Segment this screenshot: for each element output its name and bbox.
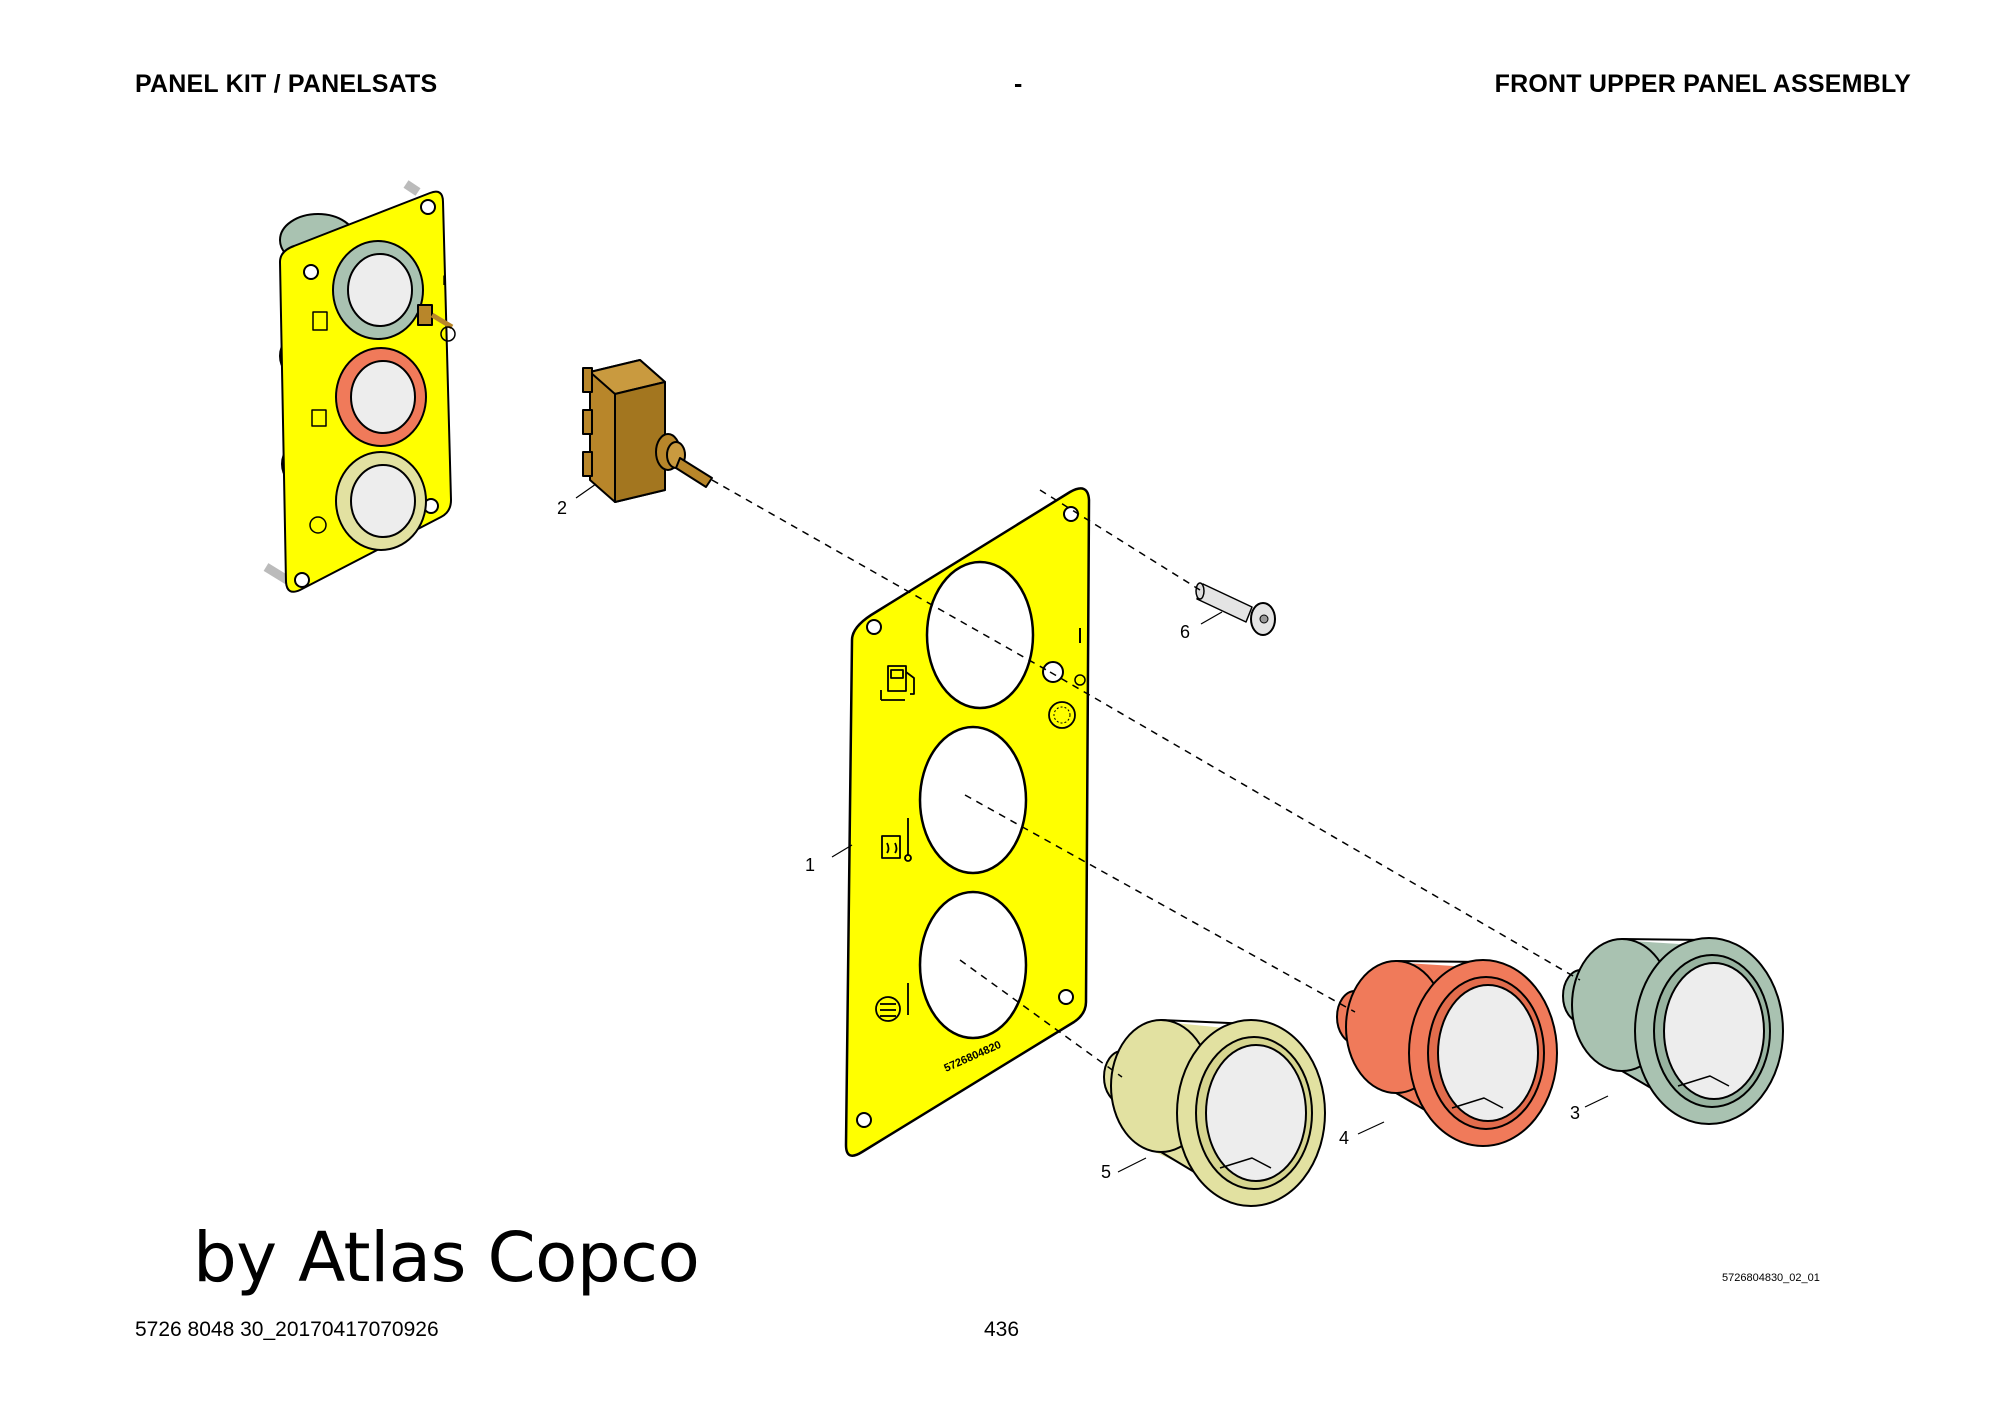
- assembled-fuel-icon: [312, 311, 328, 331]
- header-left-title: PANEL KIT / PANELSATS: [135, 70, 438, 98]
- gauge-item-3: [1562, 937, 1784, 1125]
- callout-6: 6: [1180, 622, 1191, 642]
- assembled-temp-icon: [311, 409, 327, 427]
- fuel-level-icon: [880, 665, 915, 701]
- screw-item-6: [1195, 582, 1276, 636]
- svg-text:I: I: [442, 272, 446, 288]
- callout-4: 4: [1339, 1128, 1350, 1148]
- toggle-switch-item-2: [582, 359, 713, 503]
- oil-pressure-icon: [875, 983, 909, 1022]
- rpm-dial-icon: [1048, 701, 1076, 729]
- drawing-id: 5726804830_02_01: [1722, 1272, 1820, 1284]
- assembled-toggle-switch: [417, 304, 433, 326]
- brand-text: by Atlas Copco: [193, 1218, 700, 1298]
- assembled-oil-icon: [309, 516, 327, 534]
- gauge-item-5: [1103, 1019, 1326, 1207]
- assembly-lines: [711, 479, 1581, 1078]
- callout-5: 5: [1101, 1162, 1112, 1182]
- main-panel-plate-item-1: 5726804820: [844, 487, 1091, 1157]
- callout-2: 2: [557, 498, 568, 518]
- callout-3: 3: [1570, 1103, 1581, 1123]
- temperature-icon: [881, 818, 912, 862]
- page-number: 436: [984, 1318, 1020, 1341]
- header-middle-title: -: [1014, 70, 1023, 98]
- callout-1: 1: [805, 855, 816, 875]
- header-right-title: FRONT UPPER PANEL ASSEMBLY: [1494, 70, 1911, 98]
- leader-lines: [575, 483, 1609, 1173]
- document-id: 5726 8048 30_20170417070926: [135, 1318, 439, 1341]
- gauge-item-4: [1336, 959, 1558, 1147]
- assembled-view: I: [263, 180, 456, 593]
